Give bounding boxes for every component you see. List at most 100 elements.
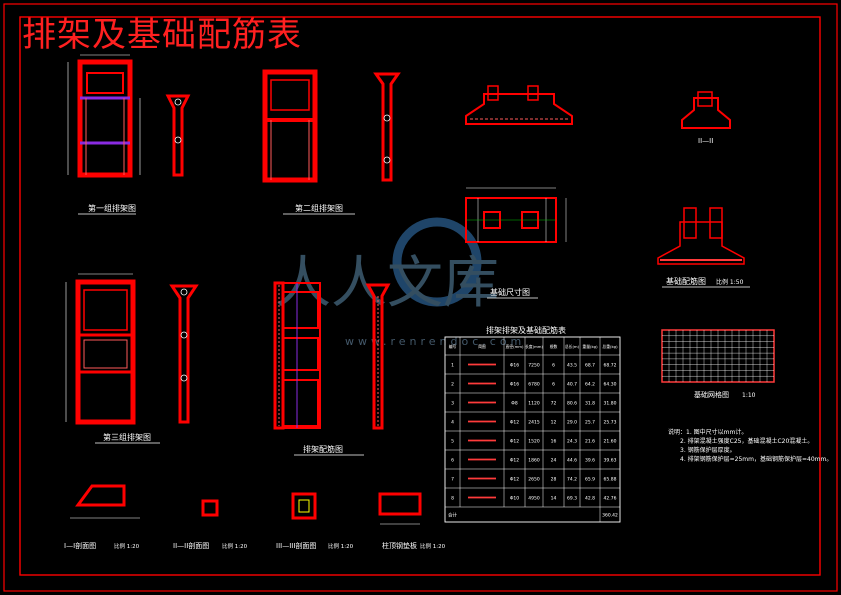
frame-rebar-drawing	[273, 281, 391, 430]
section-2-drawing	[201, 499, 219, 517]
table-total: 360.42	[602, 513, 618, 519]
table-cell: 24	[551, 458, 557, 464]
table-cell: 69.3	[567, 496, 577, 502]
mesh-grid	[661, 329, 775, 383]
table-cell: 5	[451, 439, 454, 445]
table-cell: 68.7	[585, 363, 595, 369]
table-cell: Φ12	[510, 458, 519, 464]
table-header: 编号	[449, 344, 457, 349]
foundation-plan	[465, 187, 567, 243]
table-border	[444, 336, 621, 523]
table-total-label: 合计	[448, 512, 457, 519]
table-cell: 39.63	[604, 458, 617, 464]
table-cell: 43.5	[567, 363, 577, 369]
table-cell: 6	[552, 363, 555, 369]
note-4: 4. 排架钢筋保护层=25mm，基础钢筋保护层=40mm。	[680, 455, 832, 463]
table-cell: Φ12	[510, 477, 519, 483]
note-3: 3. 钢筋保护层厚度。	[680, 446, 736, 454]
foundation-dim-label: 基础尺寸图	[490, 287, 530, 297]
table-cell: 64.2	[585, 382, 595, 388]
table-cell: 42.76	[604, 496, 617, 502]
frame-rebar-label: 排架配筋图	[303, 444, 343, 454]
table-cell: 6780	[528, 382, 540, 388]
table-cell: 40.7	[567, 382, 577, 388]
table-cell: 2650	[528, 477, 540, 483]
table-cell: 25.73	[604, 420, 617, 426]
table-cell: 7250	[528, 363, 540, 369]
table-cell: 1120	[528, 401, 540, 407]
table-cell: 12	[551, 420, 557, 426]
foundation-section-1	[465, 85, 573, 125]
cap-plate-drawing	[378, 492, 422, 525]
table-cell: 21.60	[604, 439, 617, 445]
table-cell: 2	[451, 382, 454, 388]
table-cell: 28	[551, 477, 557, 483]
table-cell: Φ16	[510, 382, 519, 388]
section-2-label: II—II剖面图	[173, 541, 209, 550]
section-3-scale: 比例 1:20	[328, 542, 354, 550]
table-cell: Φ12	[510, 439, 519, 445]
section-1-scale: 比例 1:20	[114, 542, 140, 550]
outer-border	[3, 3, 838, 592]
drawing-title: 排架及基础配筋表	[22, 15, 302, 55]
frame-1-drawing	[67, 54, 191, 178]
table-cell: 39.6	[585, 458, 595, 464]
table-cell: Φ10	[510, 496, 519, 502]
table-cell: 42.8	[585, 496, 595, 502]
table-cell: 16	[551, 439, 557, 445]
table-cell: 7	[451, 477, 454, 483]
table-cell: 1860	[528, 458, 540, 464]
table-header: 直径(mm)	[506, 344, 524, 349]
frame-2-label: 第二组排架图	[295, 203, 343, 213]
table-cell: 21.6	[585, 439, 595, 445]
mesh-scale: 1:10	[742, 392, 756, 399]
table-cell: 4950	[528, 496, 540, 502]
table-header: 重量(kg)	[582, 344, 598, 349]
table-cell: 3	[451, 401, 454, 407]
section-II-label: II—II	[698, 137, 713, 145]
foundation-section-2	[681, 91, 731, 129]
inner-border	[19, 16, 821, 576]
frame-3-drawing	[65, 273, 199, 425]
frame-3-label: 第三组排架图	[103, 432, 151, 442]
table-cell: 44.6	[567, 458, 577, 464]
note-2: 2. 排架混凝土强度C25，基础混凝土C20混凝土。	[680, 437, 813, 445]
table-cell: Φ12	[510, 420, 519, 426]
foundation-rebar-scale: 比例 1:50	[716, 278, 744, 286]
table-cell: 14	[551, 496, 557, 502]
mesh-label: 基础网格图	[694, 390, 729, 399]
table-cell: 80.6	[567, 401, 577, 407]
notes: 说明：1. 图中尺寸以mm计。 2. 排架混凝土强度C25，基础混凝土C20混凝…	[668, 428, 832, 463]
table-cell: 65.9	[585, 477, 595, 483]
frame-1-label: 第一组排架图	[88, 203, 136, 213]
section-1-label: I—I剖面图	[64, 541, 96, 550]
cap-plate-label: 柱顶钢垫板	[382, 541, 417, 550]
table-cell: 8	[451, 496, 454, 502]
section-3-label: III—III剖面图	[276, 541, 316, 550]
table-header: 长度(mm)	[525, 344, 543, 349]
table-cell: 24.3	[567, 439, 577, 445]
section-2-scale: 比例 1:20	[222, 542, 248, 550]
table-cell: 1520	[528, 439, 540, 445]
note-1: 说明：1. 图中尺寸以mm计。	[668, 428, 747, 436]
table-cell: 68.72	[604, 363, 617, 369]
table-cell: 74.2	[567, 477, 577, 483]
table-cell: 31.80	[604, 401, 617, 407]
table-cell: 2415	[528, 420, 540, 426]
table-cell: 31.8	[585, 401, 595, 407]
table-cell: 29.0	[567, 420, 577, 426]
table-header: 总长(m)	[565, 344, 580, 349]
table-title: 排架排架及基础配筋表	[486, 325, 566, 335]
table-cell: Φ8	[511, 401, 518, 407]
table-cell: 6	[451, 458, 454, 464]
table-header: 总重(kg)	[602, 344, 618, 349]
table-cell: 25.7	[585, 420, 595, 426]
table-cell: 64.30	[604, 382, 617, 388]
foundation-rebar-drawing	[657, 207, 745, 265]
watermark-url: www.renrendoc.com	[345, 335, 525, 348]
table-cell: 4	[451, 420, 454, 426]
table-header: 简图	[478, 344, 486, 349]
